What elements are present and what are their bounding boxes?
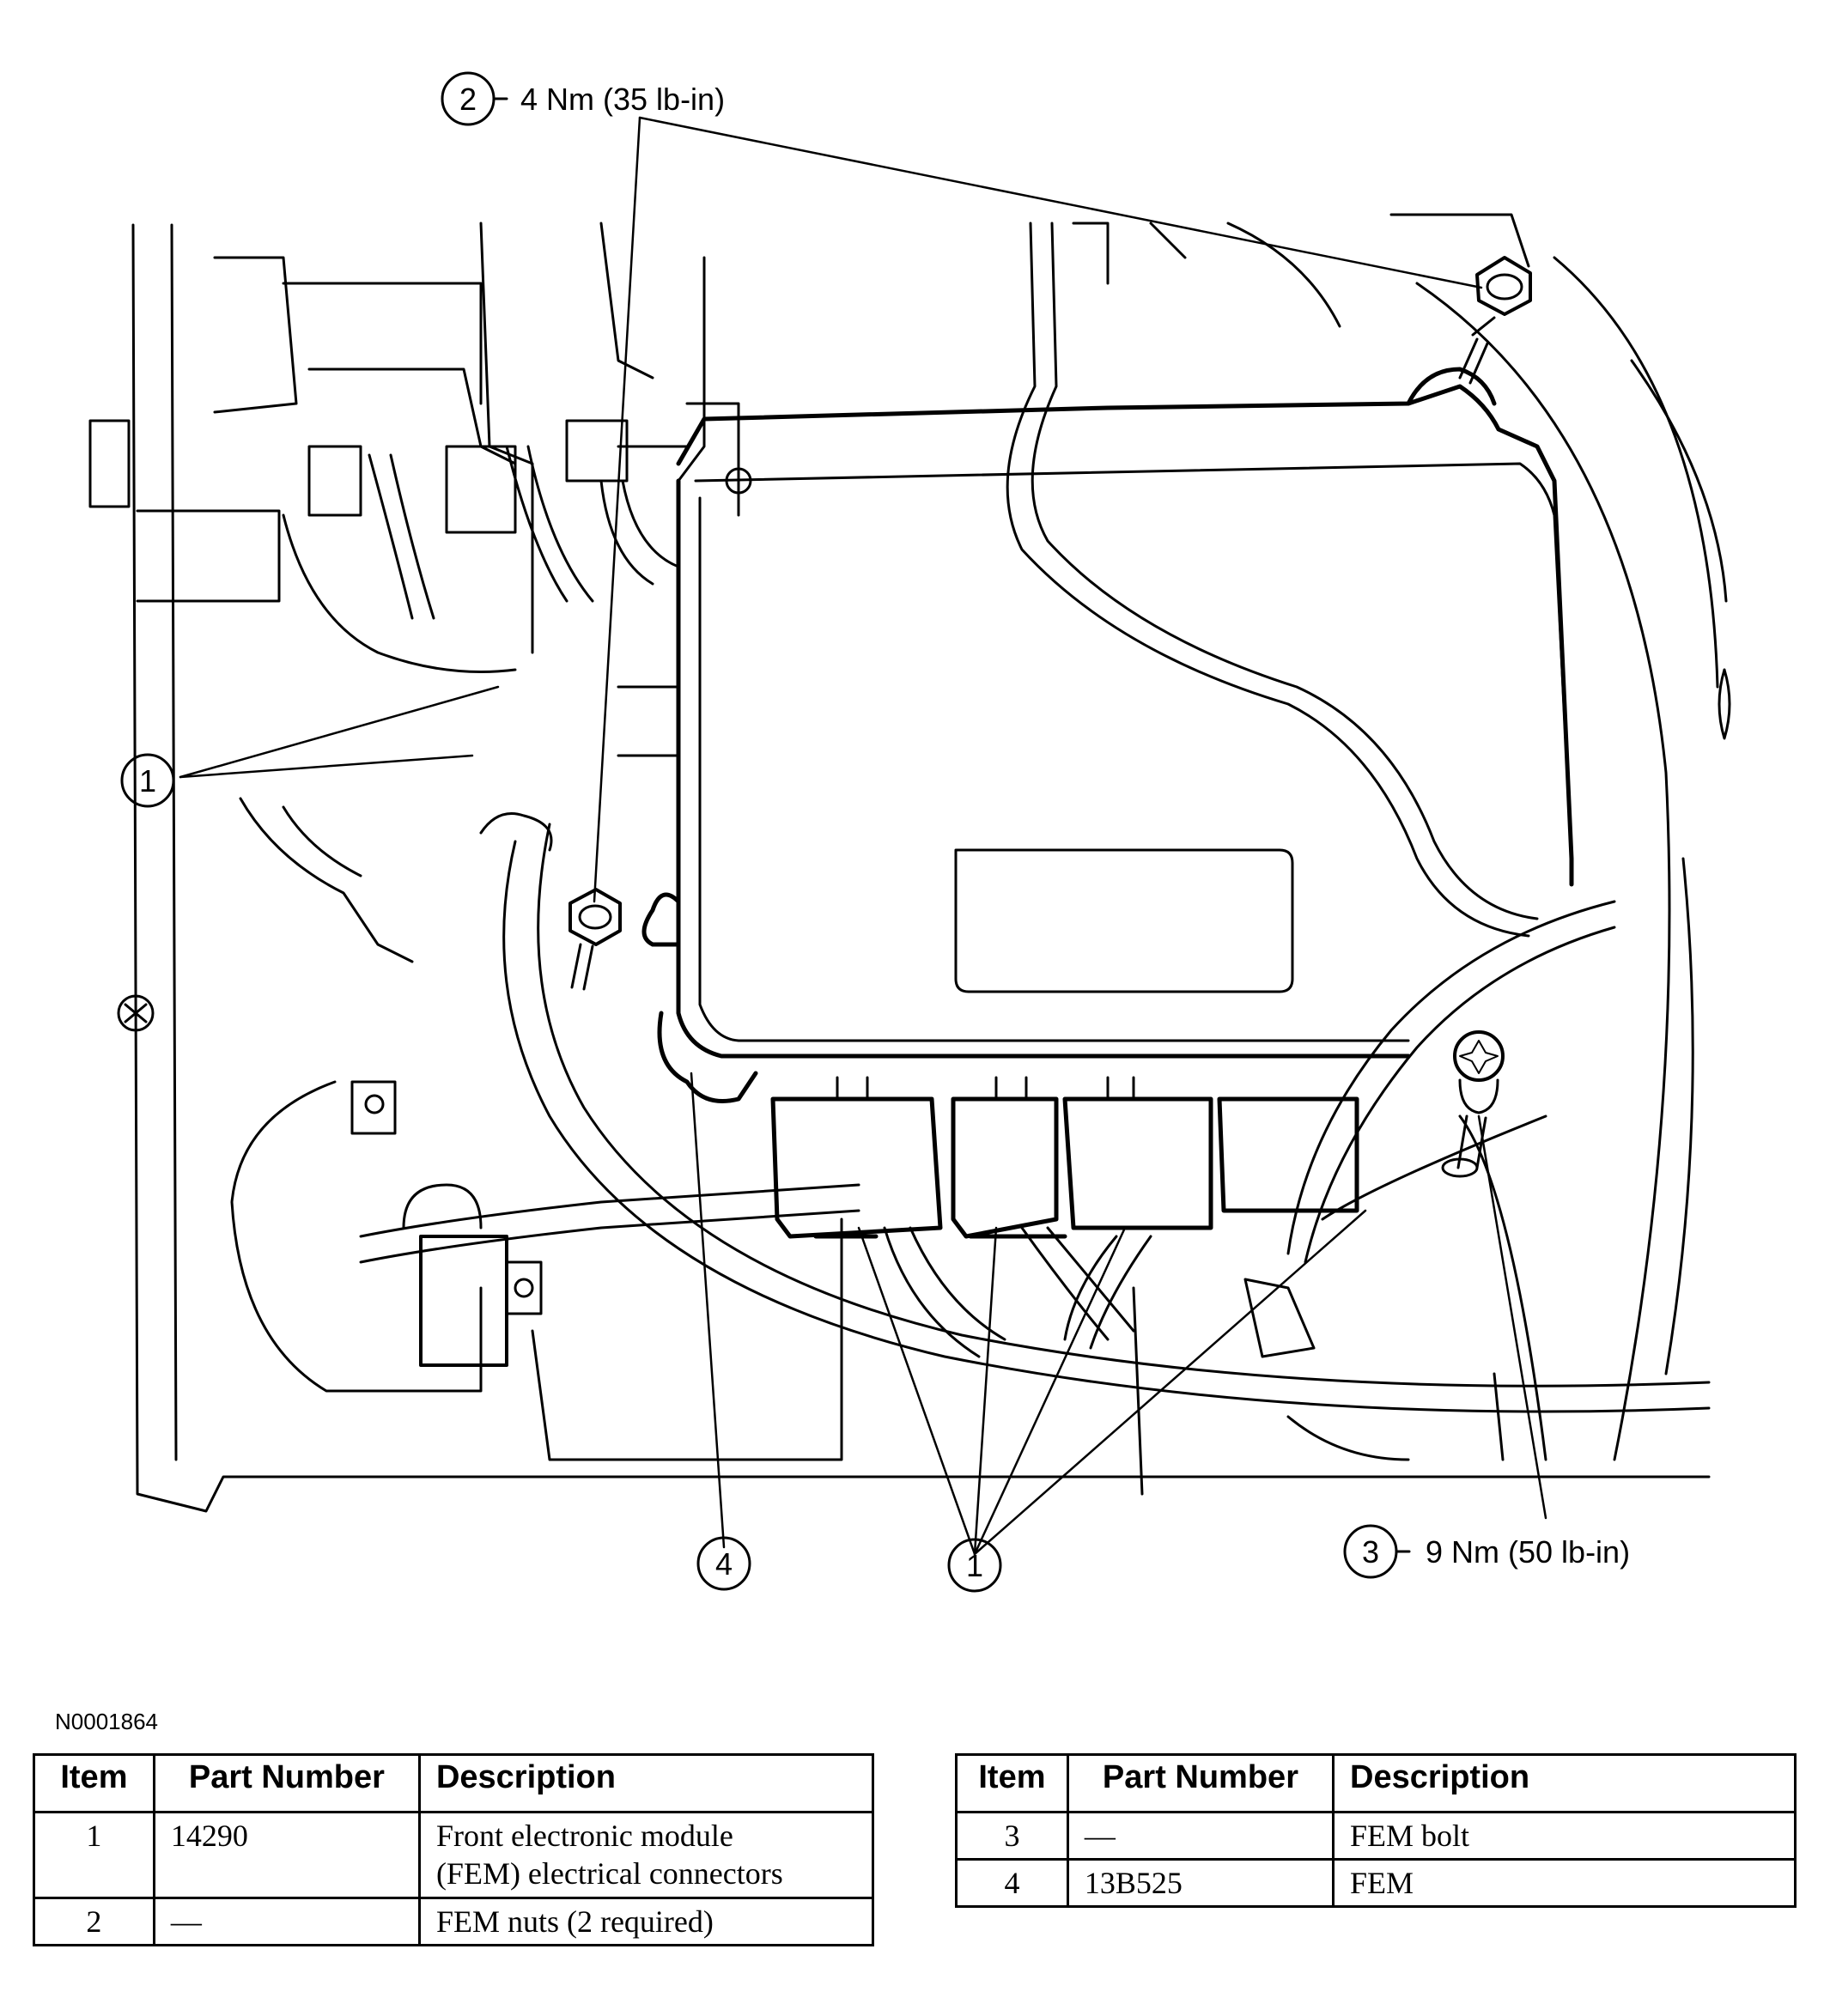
callout-1-bottom-number: 1 [966,1548,983,1583]
callout-1-left: 1 [120,753,175,808]
table-row: 3 — FEM bolt [955,1811,1797,1861]
table-header-row: Item Part Number Description [33,1753,875,1813]
wiring-harness [359,222,1711,1413]
parts-table-right: Item Part Number Description 3 — FEM bol… [955,1753,1797,1908]
callout-4-number: 4 [715,1546,733,1582]
description-line: Front electronic module [435,1819,733,1853]
header-description: Description [1332,1753,1797,1813]
callout-1-left-number: 1 [139,763,156,799]
table-row: 1 14290 Front electronic module(FEM) ele… [33,1811,875,1899]
upper-left-connectors [282,419,680,757]
header-part-number: Part Number [152,1753,421,1813]
part-number-cell: — [1066,1811,1335,1861]
item-cell: 4 [955,1858,1069,1908]
header-item: Item [33,1753,155,1813]
description-line: (FEM) electrical connectors [435,1856,783,1891]
table-header-row: Item Part Number Description [955,1753,1797,1813]
callout-2-number: 2 [459,82,477,117]
parts-table-left: Item Part Number Description 1 14290 Fro… [33,1753,875,1946]
table-row: 2 — FEM nuts (2 required) [33,1897,875,1946]
leader-lines [179,116,1547,1556]
description-cell: FEM nuts (2 required) [417,1897,875,1946]
description-cell: FEM bolt [1332,1811,1797,1861]
callout-1-bottom: 1 [947,1538,1002,1593]
description-cell: Front electronic module(FEM) electrical … [417,1811,875,1899]
fem-location-diagram: 2 4 Nm (35 lb-in) 1 4 1 3 9 Nm (50 lb-in… [88,71,1731,1593]
description-cell: FEM [1332,1858,1797,1908]
header-part-number: Part Number [1066,1753,1335,1813]
part-number-cell: — [152,1897,421,1946]
item-cell: 2 [33,1897,155,1946]
fem-module [641,367,1574,1103]
figure-id: N0001864 [55,1709,158,1734]
callout-4: 4 [696,1536,751,1591]
fem-bolt-icon [1441,1030,1505,1178]
vehicle-structure [88,213,1731,1513]
callout-3-number: 3 [1362,1534,1379,1570]
part-number-cell: 14290 [152,1811,421,1899]
callout-2-torque: 4 Nm (35 lb-in) [520,82,725,117]
header-item: Item [955,1753,1069,1813]
callout-3: 3 9 Nm (50 lb-in) [1343,1524,1630,1579]
item-cell: 1 [33,1811,155,1899]
fem-nut-lower-icon [568,888,622,991]
callout-3-torque: 9 Nm (50 lb-in) [1426,1534,1630,1570]
header-description: Description [417,1753,875,1813]
item-cell: 3 [955,1811,1069,1861]
table-row: 4 13B525 FEM [955,1858,1797,1908]
fem-nut-upper-icon [1458,256,1532,385]
left-components [230,797,543,1393]
part-number-cell: 13B525 [1066,1858,1335,1908]
callout-2: 2 4 Nm (35 lb-in) [441,71,725,126]
fem-connectors [770,1076,1359,1239]
